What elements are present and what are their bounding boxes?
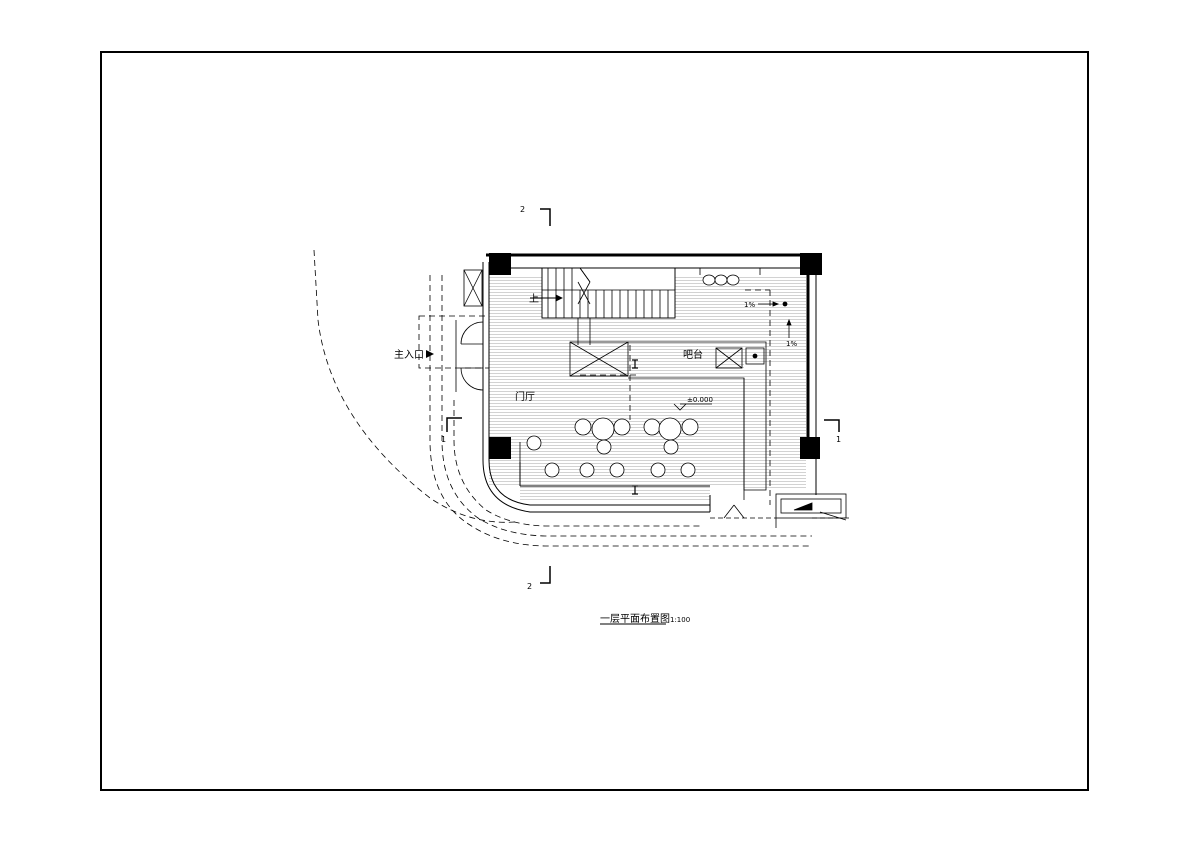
- slope-arrows: [758, 301, 792, 338]
- entrance-doors: [455, 269, 484, 392]
- interior-fittings: [519, 267, 767, 500]
- section-mark-bottom: 2: [527, 582, 532, 591]
- column-top-right: [800, 253, 822, 275]
- bar-counter-label: 吧台: [683, 348, 703, 361]
- sheet-border: [100, 51, 1089, 791]
- entrance-arrow-icon: [426, 350, 434, 358]
- column-mid-right: [800, 437, 820, 459]
- drawing-title: 一层平面布置图: [600, 613, 670, 625]
- side-entry: [710, 493, 850, 528]
- elevation-symbol: [673, 403, 712, 411]
- seating: [526, 274, 740, 478]
- lobby-label: 门厅: [515, 390, 535, 403]
- stair-up-label: 上: [529, 293, 539, 305]
- section-mark-lines: [446, 208, 840, 584]
- main-entrance-label: 主入口: [394, 349, 424, 361]
- drawing-scale: 1:100: [670, 616, 690, 624]
- column-top-left: [489, 253, 511, 275]
- staircase: [530, 267, 676, 345]
- column-bottom-left: [489, 437, 511, 459]
- section-mark-left: 1: [441, 435, 446, 444]
- section-mark-top: 2: [520, 205, 525, 214]
- slope-label-2: 1%: [786, 340, 797, 348]
- beam-markers: [632, 359, 638, 495]
- structural-columns: [489, 253, 822, 459]
- site-dashed-lines: [313, 249, 812, 547]
- section-mark-right: 1: [836, 435, 841, 444]
- slope-label-1: 1%: [744, 301, 755, 309]
- elevation-label: ±0.000: [687, 396, 713, 404]
